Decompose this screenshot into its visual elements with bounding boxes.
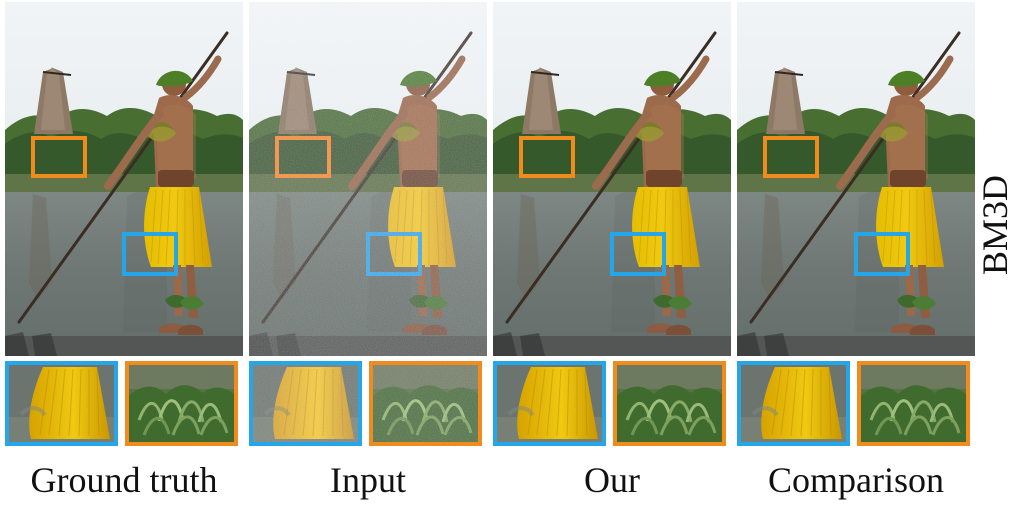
- caption-ground-truth: Ground truth: [30, 460, 218, 500]
- ground-truth-skirt-crop: [5, 361, 118, 446]
- panel-ground-truth: [5, 2, 243, 450]
- panel-input: [249, 2, 487, 450]
- comparison-skirt-crop: [737, 361, 850, 446]
- our-skirt-crop: [493, 361, 606, 446]
- bush-crop-svg: [861, 365, 966, 442]
- bush-crop-svg: [129, 365, 234, 442]
- scene-svg: [493, 2, 731, 356]
- side-label-method: BM3D: [970, 106, 1020, 344]
- our-image: [493, 2, 731, 356]
- skirt-crop-svg: [9, 365, 114, 442]
- ground-truth-image: [5, 2, 243, 356]
- input-skirt-crop: [249, 361, 362, 446]
- caption-our: Our: [584, 460, 640, 500]
- scene-svg: [249, 2, 487, 356]
- skirt-crop-svg: [253, 365, 358, 442]
- comparison-bush-crop: [857, 361, 970, 446]
- scene-svg: [737, 2, 975, 356]
- side-label-text: BM3D: [975, 174, 1015, 276]
- caption-input: Input: [330, 460, 406, 500]
- scene-svg: [5, 2, 243, 356]
- panel-our: [493, 2, 731, 450]
- bush-crop-svg: [373, 365, 478, 442]
- input-image: [249, 2, 487, 356]
- comparison-image: [737, 2, 975, 356]
- skirt-crop-svg: [741, 365, 846, 442]
- input-bush-crop: [369, 361, 482, 446]
- ground-truth-bush-crop: [125, 361, 238, 446]
- skirt-crop-svg: [497, 365, 602, 442]
- caption-comparison: Comparison: [768, 460, 944, 500]
- bush-crop-svg: [617, 365, 722, 442]
- our-bush-crop: [613, 361, 726, 446]
- panel-comparison: [737, 2, 975, 450]
